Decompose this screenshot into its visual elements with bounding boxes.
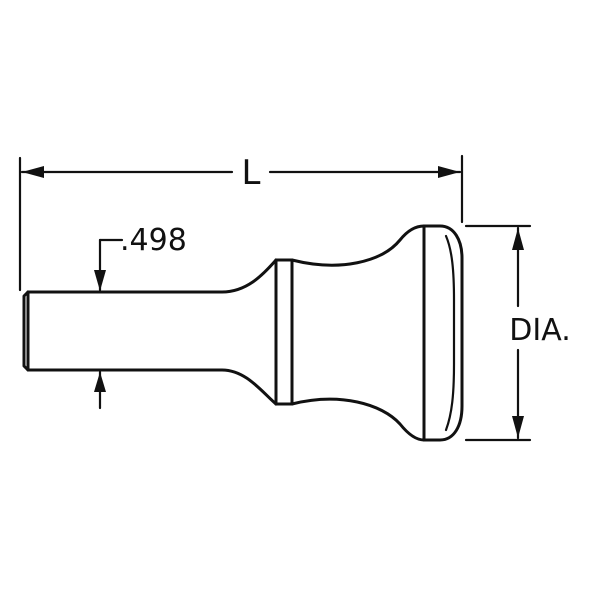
shank-bottom-edge — [26, 368, 278, 406]
shank-top-edge — [26, 258, 278, 294]
pin-part — [22, 224, 464, 442]
head-diameter-dimension: DIA. — [464, 224, 571, 442]
head-flare-bottom — [290, 397, 426, 442]
shank-end — [22, 290, 30, 372]
shank-arrow-top — [94, 270, 106, 291]
head-outline — [422, 224, 464, 442]
length-label: L — [242, 153, 261, 193]
dia-arrow-top — [512, 228, 524, 250]
length-arrow-left — [22, 166, 44, 178]
head-flare-top — [290, 224, 426, 267]
head-rim-line — [444, 234, 456, 432]
shank-dimension: .498 — [94, 223, 187, 410]
length-dimension: L — [18, 153, 464, 292]
length-arrow-right — [438, 166, 460, 178]
dia-arrow-bottom — [512, 416, 524, 438]
shank-arrow-bottom — [94, 372, 106, 392]
shank-dimension-label: .498 — [120, 223, 187, 258]
head-diameter-label: DIA. — [509, 313, 570, 348]
